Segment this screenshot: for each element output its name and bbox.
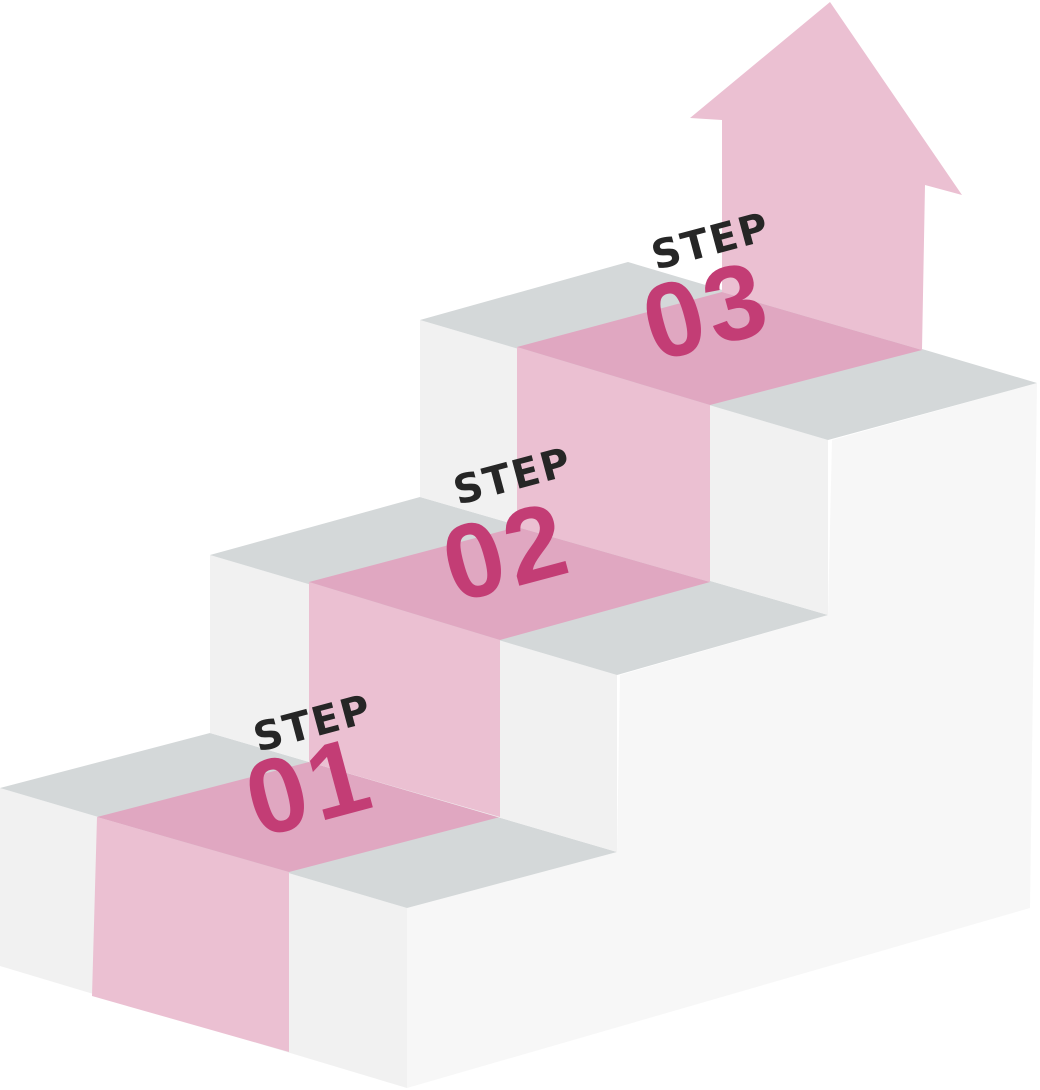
step-2-carpet-tread <box>309 527 710 640</box>
up-arrow-icon <box>690 2 962 350</box>
step-3-carpet-tread <box>517 292 922 405</box>
step-3-carpet-riser <box>517 347 710 582</box>
step-1-carpet-riser <box>92 817 289 1052</box>
step-2-carpet-riser <box>309 582 500 817</box>
step-1-carpet-tread <box>97 762 500 872</box>
staircase-side-face <box>407 383 1037 1088</box>
